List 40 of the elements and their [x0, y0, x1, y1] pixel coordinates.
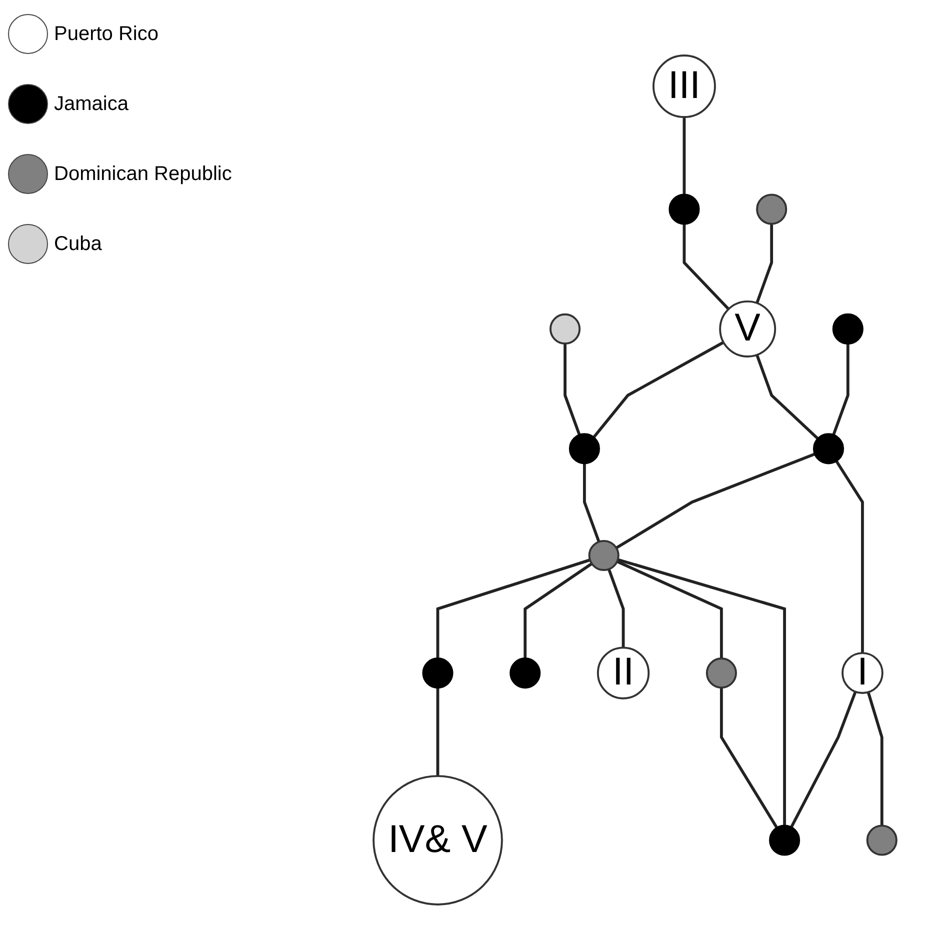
connector: [436, 688, 440, 776]
node-circle: II: [596, 646, 650, 700]
connector: [790, 691, 857, 828]
connector: [617, 558, 786, 826]
connector: [682, 224, 730, 310]
node-circle: IV& V: [372, 775, 503, 906]
node-circle: [510, 658, 541, 689]
connector: [564, 344, 581, 436]
node-circle: [568, 433, 600, 464]
node-circle: [706, 658, 737, 689]
node-circle: [769, 824, 800, 856]
node-circle: [588, 540, 620, 571]
connector: [832, 344, 850, 436]
connector: [616, 452, 816, 550]
legend-label: Cuba: [54, 232, 102, 256]
legend-label: Dominican Republic: [54, 162, 232, 186]
node-circle: I: [842, 652, 884, 694]
node-circle: [812, 433, 844, 464]
node-circle: [832, 313, 864, 344]
connector: [835, 460, 864, 654]
connector: [607, 568, 625, 648]
connector: [866, 692, 884, 826]
legend-label: Jamaica: [54, 92, 128, 116]
connector: [756, 224, 774, 304]
connector: [616, 560, 723, 658]
connector: [592, 341, 724, 438]
node-circle: [866, 824, 898, 856]
legend-label: Puerto Rico: [54, 22, 158, 46]
connector: [720, 688, 778, 829]
node-circle: [422, 658, 454, 689]
connector: [583, 463, 600, 542]
connector: [682, 117, 686, 195]
node-circle: III: [652, 54, 716, 118]
node-circle: [550, 313, 581, 344]
node-circle: [668, 194, 700, 225]
node-circle: [756, 194, 788, 225]
node-circle: V: [719, 300, 776, 358]
connector: [524, 562, 593, 658]
connector: [436, 558, 590, 658]
connector: [756, 354, 819, 440]
